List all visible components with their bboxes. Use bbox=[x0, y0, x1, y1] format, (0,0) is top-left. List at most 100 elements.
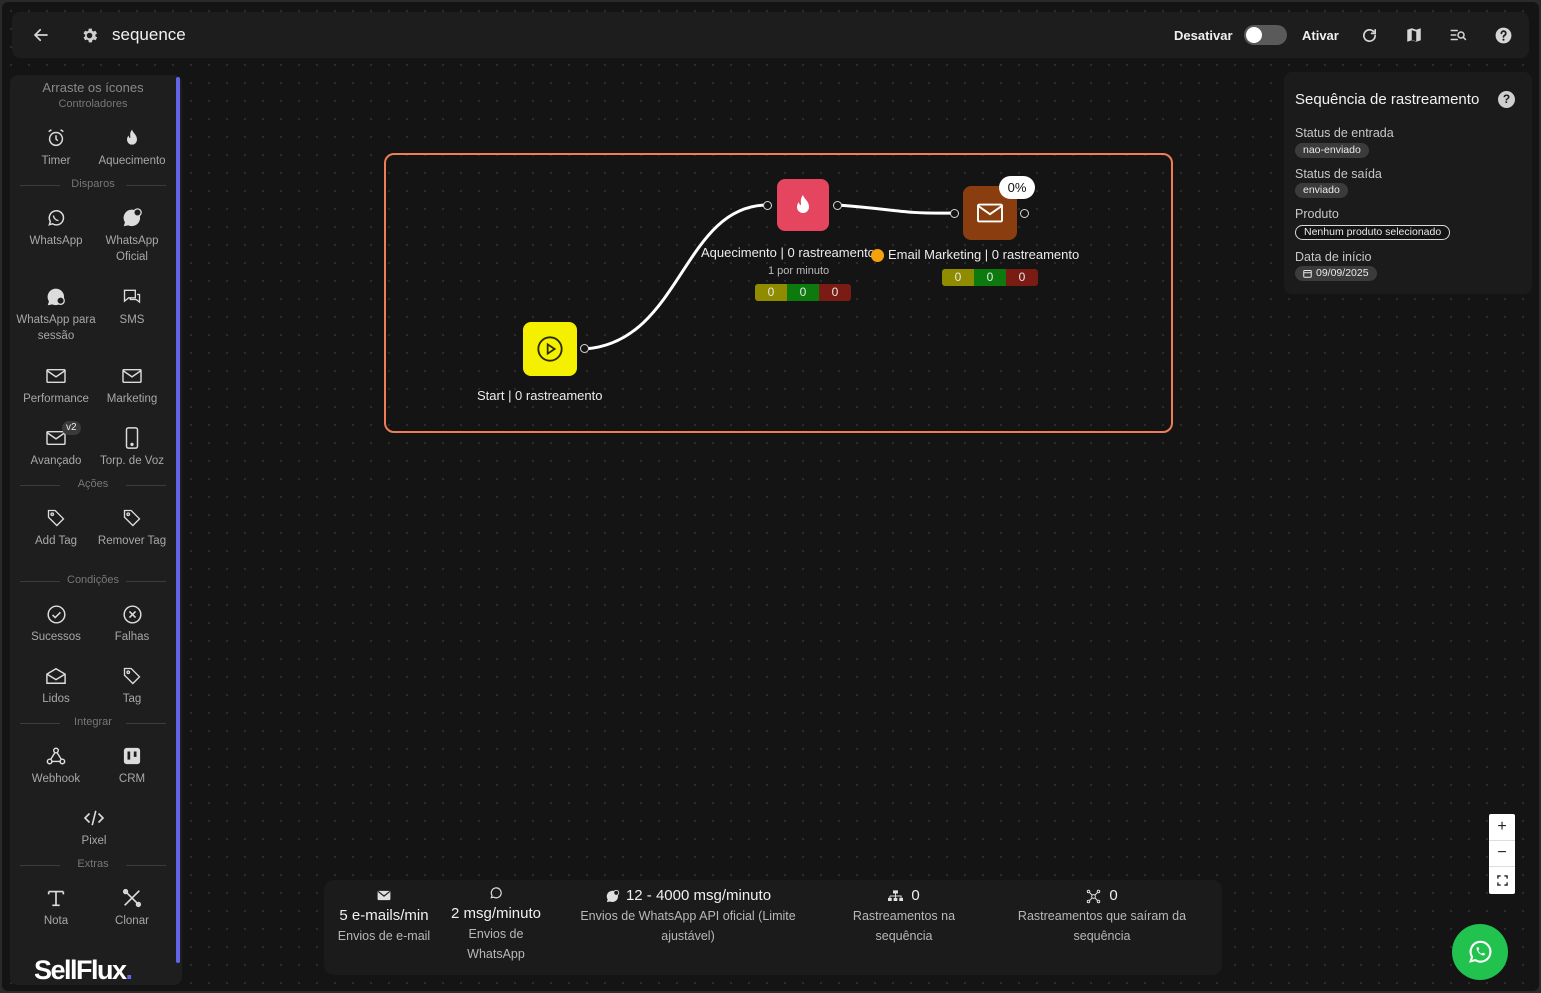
panel-title: Sequência de rastreamento bbox=[1295, 91, 1480, 108]
play-circle-icon bbox=[537, 336, 563, 362]
count-pending: 0 bbox=[942, 269, 974, 286]
tool-sms-label: SMS bbox=[119, 314, 145, 326]
tool-pixel-label: Pixel bbox=[81, 835, 107, 847]
tool-success[interactable]: Sucessos bbox=[16, 601, 96, 645]
tool-success-label: Sucessos bbox=[31, 631, 81, 643]
search-list-icon[interactable] bbox=[1446, 12, 1470, 58]
warmup-rate: 1 por minuto bbox=[768, 265, 830, 277]
zoom-in-button[interactable]: + bbox=[1489, 814, 1515, 841]
deactivate-label[interactable]: Desativar bbox=[1174, 28, 1233, 43]
start-date-label: Data de início bbox=[1295, 250, 1372, 264]
warmup-node[interactable] bbox=[777, 179, 829, 231]
in-sequence-desc: Rastreamentos na sequência bbox=[852, 909, 956, 943]
sequence-info-panel: Sequência de rastreamento ? Status de en… bbox=[1284, 72, 1532, 294]
tool-add-tag-label: Add Tag bbox=[35, 535, 77, 547]
page-title[interactable]: sequence bbox=[112, 25, 186, 44]
flame-icon bbox=[797, 195, 809, 213]
fullscreen-icon bbox=[1496, 875, 1508, 886]
warmup-counts: 0 0 0 bbox=[755, 284, 851, 301]
warning-dot bbox=[871, 249, 884, 262]
tool-whatsapp-official[interactable]: WhatsApp Oficial bbox=[92, 205, 172, 265]
tool-note-label: Nota bbox=[43, 915, 69, 927]
email-rate: 5 e-mails/min bbox=[339, 907, 429, 924]
tool-sms[interactable]: SMS bbox=[92, 284, 172, 328]
panel-help-icon[interactable]: ? bbox=[1498, 91, 1515, 108]
envelope-icon bbox=[16, 363, 96, 389]
tool-pixel[interactable]: Pixel bbox=[54, 805, 134, 849]
whatsapp-verified-icon bbox=[606, 889, 620, 902]
tool-clone[interactable]: Clonar bbox=[92, 885, 172, 929]
code-icon bbox=[54, 805, 134, 831]
stat-whatsapp-api: 12 - 4000 msg/minuto Envios de WhatsApp … bbox=[572, 886, 804, 946]
tool-advanced[interactable]: v2 Avançado bbox=[16, 421, 96, 469]
tool-warmup[interactable]: Aquecimento bbox=[92, 125, 172, 169]
sidebar-heading: Arraste os ícones bbox=[42, 80, 144, 95]
tool-performance[interactable]: Performance bbox=[16, 363, 96, 407]
whatsapp-verified-icon bbox=[92, 205, 172, 231]
refresh-icon[interactable] bbox=[1357, 12, 1381, 58]
tool-tag-label: Tag bbox=[122, 693, 142, 705]
sidebar-scrollbar[interactable] bbox=[176, 77, 180, 963]
tool-whatsapp-label: WhatsApp bbox=[29, 235, 83, 247]
tool-voice[interactable]: Torp. de Voz bbox=[92, 425, 172, 469]
edge-start-to-warmup bbox=[584, 203, 769, 351]
exit-status-badge: enviado bbox=[1295, 183, 1348, 198]
tool-read[interactable]: Lidos bbox=[16, 663, 96, 707]
product-label: Produto bbox=[1295, 207, 1339, 221]
stat-in-sequence: 0 Rastreamentos na sequência bbox=[834, 886, 974, 946]
tool-warmup-label: Aquecimento bbox=[98, 155, 166, 167]
active-toggle[interactable] bbox=[1244, 25, 1287, 45]
tool-remove-tag[interactable]: Remover Tag bbox=[92, 505, 172, 549]
x-circle-icon bbox=[92, 601, 172, 627]
whatsapp-rate-desc: Envios de WhatsApp bbox=[467, 927, 525, 961]
tool-tag[interactable]: Tag bbox=[92, 663, 172, 707]
start-node[interactable] bbox=[523, 322, 577, 376]
tool-whatsapp-session[interactable]: WhatsApp para sessão bbox=[16, 284, 96, 344]
whatsapp-icon bbox=[442, 882, 550, 904]
activate-label[interactable]: Ativar bbox=[1302, 28, 1339, 43]
start-output-handle[interactable] bbox=[580, 344, 589, 353]
tool-whatsapp[interactable]: WhatsApp bbox=[16, 205, 96, 249]
tool-marketing-label: Marketing bbox=[106, 393, 158, 405]
sequence-group-frame[interactable] bbox=[384, 153, 1173, 433]
tool-failures[interactable]: Falhas bbox=[92, 601, 172, 645]
toggle-knob bbox=[1246, 27, 1262, 43]
email-output-handle[interactable] bbox=[1020, 209, 1029, 218]
tool-marketing[interactable]: Marketing bbox=[92, 363, 172, 407]
tool-add-tag[interactable]: Add Tag bbox=[16, 505, 96, 549]
product-badge[interactable]: Nenhum produto selecionado bbox=[1295, 225, 1451, 240]
check-circle-icon bbox=[16, 601, 96, 627]
warmup-input-handle[interactable] bbox=[763, 201, 772, 210]
entry-status-badge: nao-enviado bbox=[1295, 143, 1369, 158]
warmup-node-label: Aquecimento | 0 rastreamento bbox=[701, 245, 875, 260]
settings-gear-icon[interactable] bbox=[76, 12, 102, 58]
whatsapp-support-button[interactable] bbox=[1452, 924, 1508, 980]
tool-webhook[interactable]: Webhook bbox=[16, 743, 96, 787]
exit-status-label: Status de saída bbox=[1295, 167, 1382, 181]
count-failed: 0 bbox=[819, 284, 851, 301]
phone-icon bbox=[92, 425, 172, 451]
stat-email: 5 e-mails/min Envios de e-mail bbox=[330, 884, 438, 946]
back-arrow-icon[interactable] bbox=[28, 12, 54, 58]
exited-row: 0 bbox=[1006, 886, 1198, 906]
tool-timer[interactable]: Timer bbox=[16, 125, 96, 169]
envelope-icon bbox=[92, 363, 172, 389]
tool-remove-tag-label: Remover Tag bbox=[97, 535, 167, 547]
map-icon[interactable] bbox=[1402, 12, 1426, 58]
warmup-output-handle[interactable] bbox=[833, 201, 842, 210]
in-sequence-row: 0 bbox=[834, 886, 974, 906]
help-icon[interactable] bbox=[1491, 12, 1515, 58]
tools-sidebar: Arraste os ícones Controladores Timer Aq… bbox=[10, 75, 182, 985]
envelope-v2-icon: v2 bbox=[16, 421, 96, 451]
zoom-out-button[interactable]: − bbox=[1489, 841, 1515, 868]
fit-view-button[interactable] bbox=[1489, 867, 1515, 894]
calendar-icon bbox=[1303, 270, 1312, 278]
tool-note[interactable]: Nota bbox=[16, 885, 96, 929]
envelope-icon bbox=[977, 203, 1003, 223]
tool-whatsapp-official-label: WhatsApp Oficial bbox=[105, 235, 159, 263]
chat-bubbles-icon bbox=[92, 284, 172, 310]
tool-crm[interactable]: CRM bbox=[92, 743, 172, 787]
email-input-handle[interactable] bbox=[950, 209, 959, 218]
